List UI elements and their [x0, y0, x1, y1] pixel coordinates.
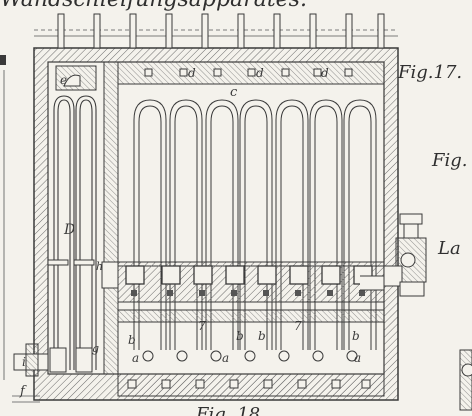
base-beam [117, 261, 385, 303]
label-d-1: d [188, 66, 196, 80]
bottom-circles [142, 350, 358, 362]
label-g: g [92, 342, 99, 355]
label-h: h [96, 260, 103, 273]
label-b-2: b [236, 329, 244, 343]
label-7-1: 7 [198, 319, 206, 333]
header-text: Wandschleifungsapparates. [0, 0, 307, 12]
lower-beam [117, 309, 385, 323]
bottom-base [117, 373, 385, 397]
label-a-3: a [354, 351, 361, 365]
box-e-opening [63, 74, 81, 87]
figure-label-17: Fig.17. [397, 62, 462, 83]
label-a-2: a [222, 351, 229, 365]
figure-label-18: Fig. 18. [195, 404, 266, 416]
top-rods [57, 13, 385, 49]
label-f: f [19, 384, 27, 399]
label-i: i [22, 355, 26, 369]
bottom-base-bolts [127, 379, 371, 389]
left-edge-mark [0, 55, 6, 65]
label-b-1: b [128, 333, 136, 347]
inner-divider-wall [103, 61, 119, 375]
chamber-c-tubes [133, 99, 377, 350]
label-d-3: d [321, 66, 329, 80]
label-c: c [230, 85, 238, 100]
label-a-1: a [132, 351, 139, 365]
right-partial-circle [461, 363, 472, 377]
outlet-flange [25, 343, 39, 377]
label-d-2: d [256, 66, 264, 80]
figure-label-right-partial: Fig. [431, 150, 468, 171]
top-shelf-squares [144, 68, 353, 77]
right-partial-element [459, 349, 472, 411]
base-beam-bolts [131, 290, 365, 296]
label-7-2: 7 [294, 319, 302, 333]
label-b-4: b [352, 329, 360, 343]
label-e: e [60, 73, 67, 87]
valve-assembly [360, 213, 427, 297]
label-D: D [63, 222, 75, 238]
beam-end-block [101, 261, 119, 289]
figure-label-right-mid-partial: La [437, 238, 461, 259]
column-d-tubes [53, 95, 97, 370]
floor-lines [12, 395, 40, 403]
label-b-3: b [258, 329, 266, 343]
column-d-caps [47, 259, 95, 373]
